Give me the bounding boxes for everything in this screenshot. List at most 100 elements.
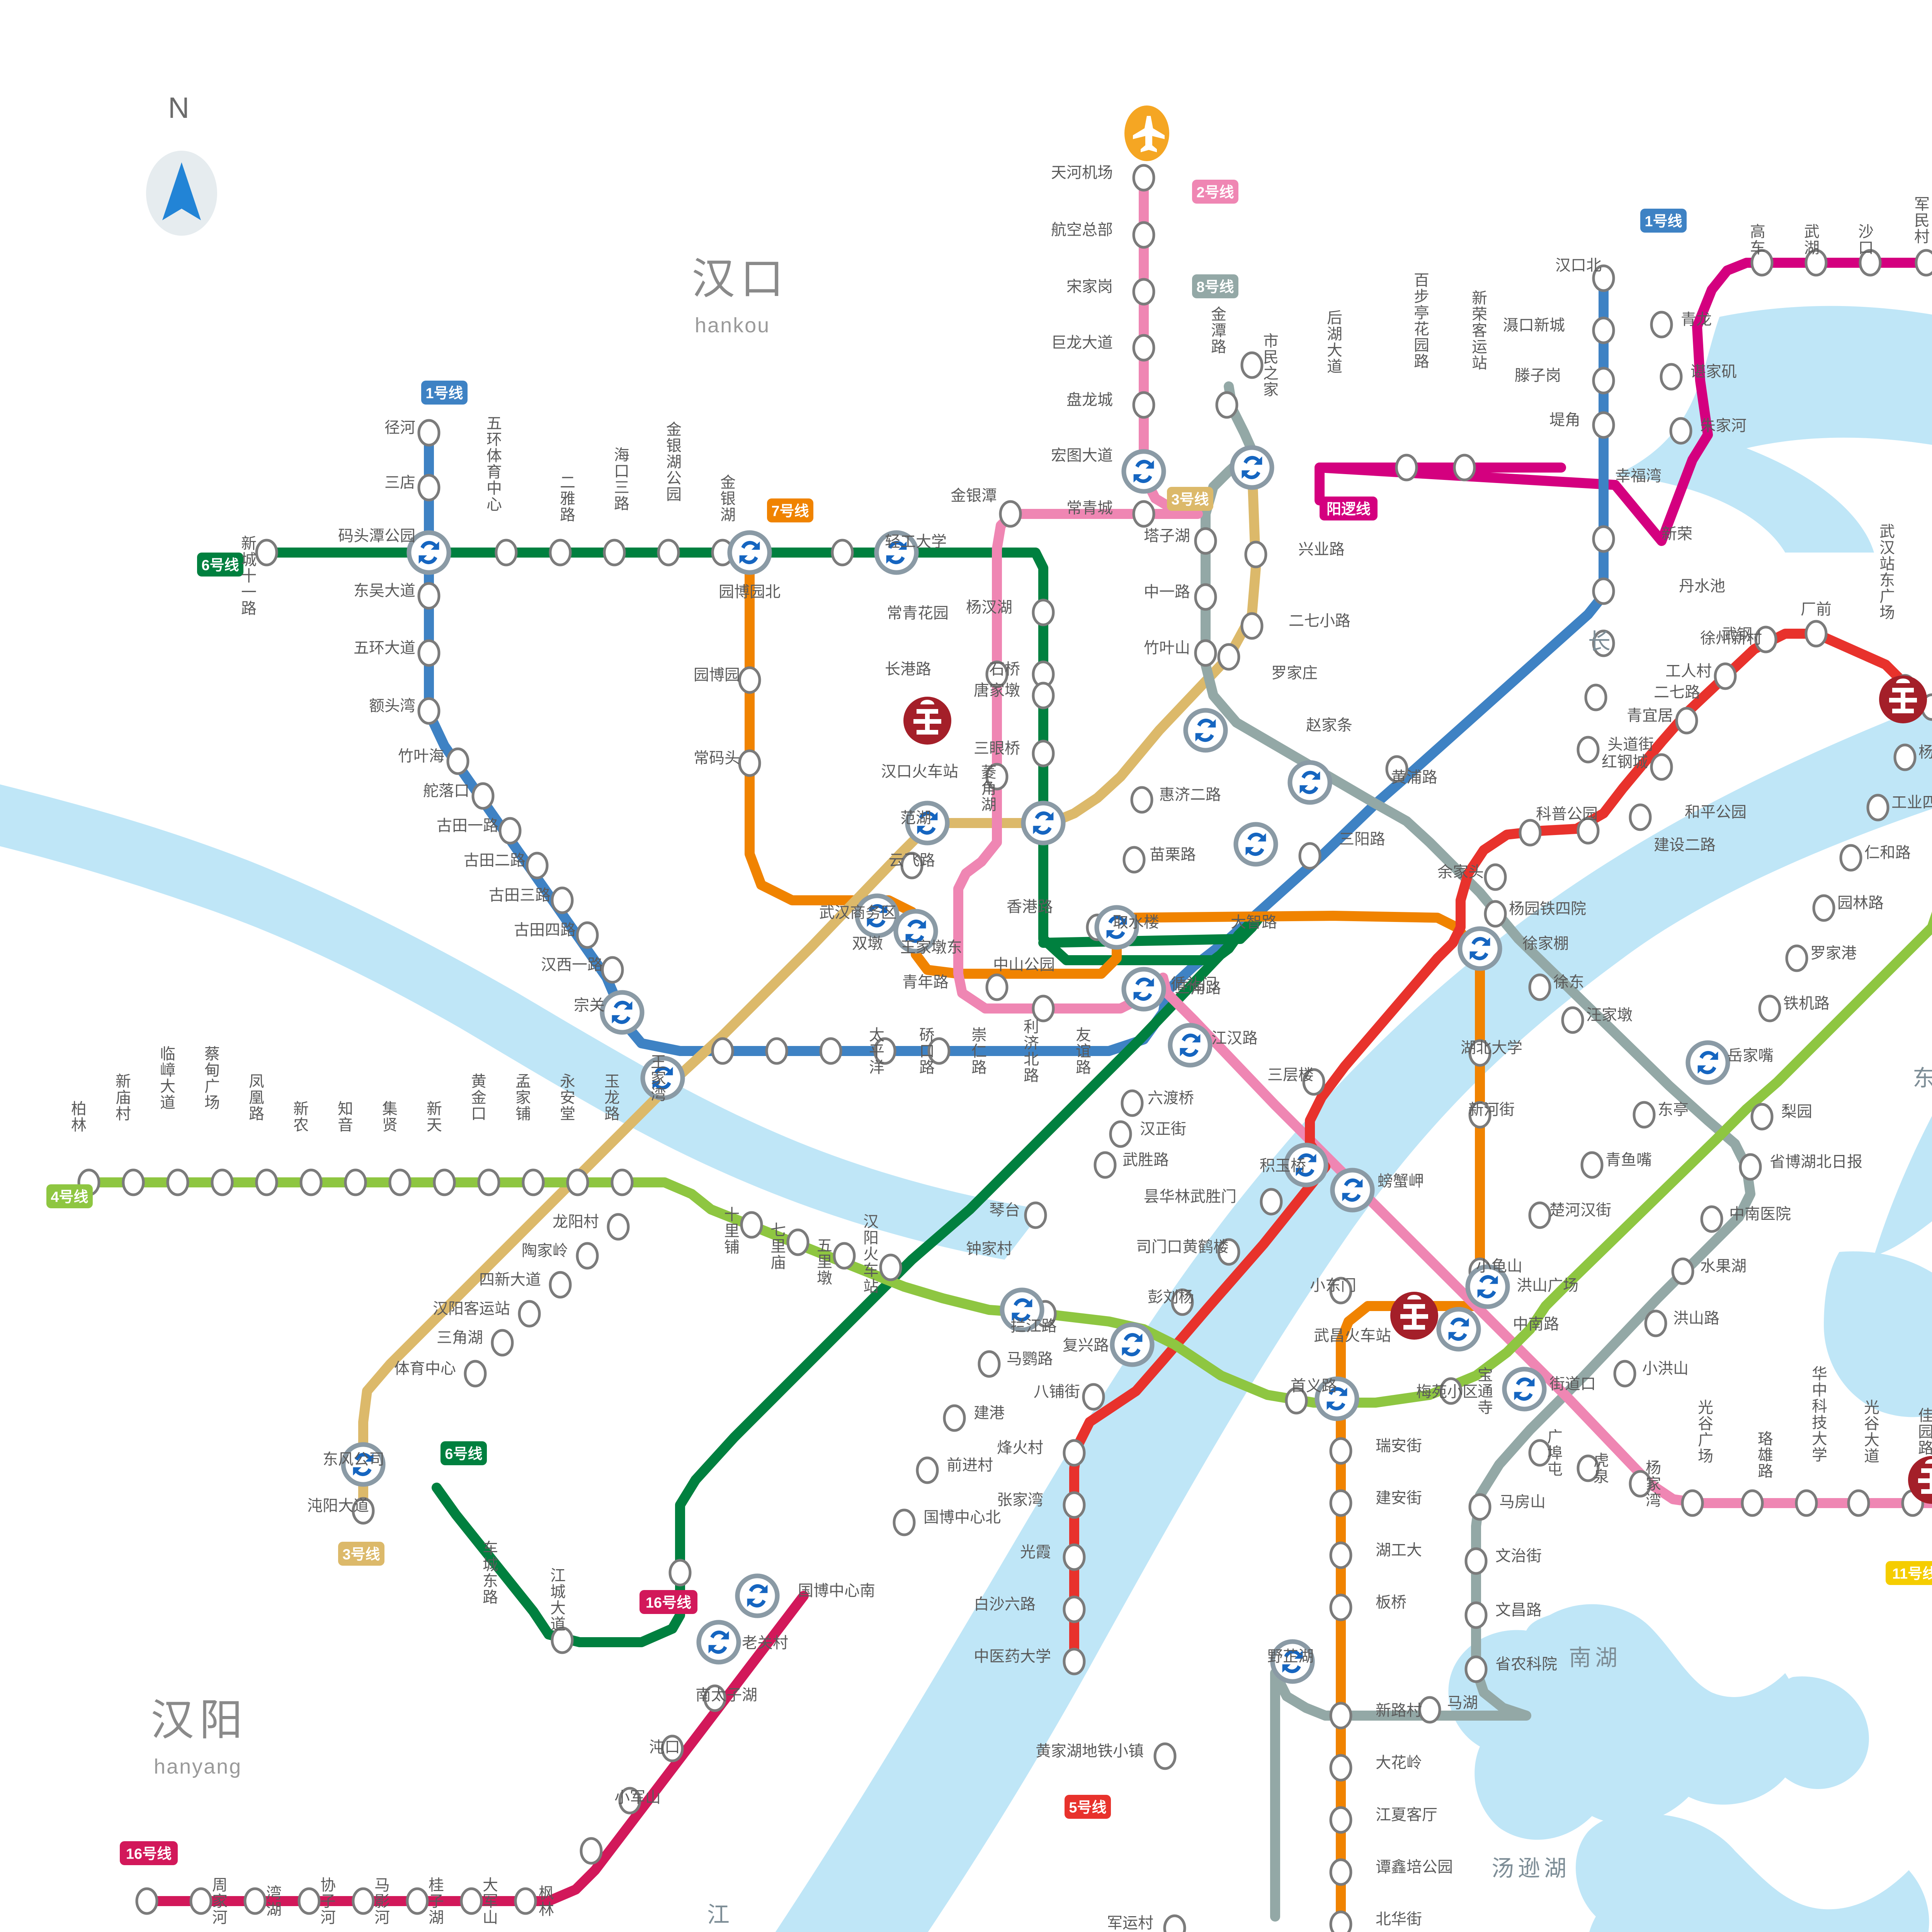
station-label[interactable]: 武汉站东广场 [1877,523,1895,621]
station-label[interactable]: 街道口 [1549,1376,1596,1393]
station-label[interactable]: 光谷广场 [1696,1399,1713,1464]
station-label[interactable]: 建安街 [1376,1490,1422,1507]
station-label[interactable]: 马鹦路 [1007,1350,1053,1367]
station-label[interactable]: 楚河汉街 [1549,1202,1611,1219]
station-label[interactable]: 新荣 [1662,526,1692,543]
station-label[interactable]: 中医药大学 [974,1648,1051,1665]
station-label[interactable]: 堤角 [1549,412,1580,429]
station-label[interactable]: 新路村 [1376,1702,1422,1719]
station-label[interactable]: 新荣客运站 [1469,290,1487,371]
station-label[interactable]: 前进村 [947,1457,993,1474]
station-label[interactable]: 新天 [424,1100,442,1133]
station-label[interactable]: 梨园 [1781,1103,1812,1120]
station-label[interactable]: 径河 [384,419,415,436]
station-label[interactable]: 石桥 [989,661,1020,678]
station-label[interactable]: 建设二路 [1654,837,1716,854]
station-label[interactable]: 武胜路 [1122,1151,1169,1168]
station-label[interactable]: 国博中心南 [798,1582,875,1599]
station-label[interactable]: 苗栗路 [1150,846,1196,863]
station-label[interactable]: 建港 [974,1405,1005,1422]
station-label[interactable]: 集贤 [380,1100,397,1133]
station-label[interactable]: 水果湖 [1700,1258,1747,1275]
station-label[interactable]: 光谷大道 [1862,1399,1879,1464]
line-badge-阳逻线[interactable]: 阳逻线 [1320,497,1378,520]
station-label[interactable]: 省农科院 [1495,1656,1557,1673]
station-label[interactable]: 青宜居 [1627,707,1673,724]
station-label[interactable]: 厂前 [1801,601,1832,618]
station-label[interactable]: 中南医院 [1729,1206,1791,1223]
station-label[interactable]: 车城东路 [480,1540,498,1605]
station-label[interactable]: 五环大道 [354,639,415,656]
station-label[interactable]: 拦江路 [1010,1318,1057,1335]
station-label[interactable]: 大军山 [480,1877,498,1925]
station-label[interactable]: 王家湾 [648,1054,666,1102]
station-label[interactable]: 高车 [1748,223,1765,256]
station-label[interactable]: 南太子湖 [696,1687,757,1704]
station-label[interactable]: 丹水池 [1679,578,1725,595]
station-label[interactable]: 汉西一路 [541,956,603,973]
station-label[interactable]: 朱家河 [1700,417,1747,434]
station-label[interactable]: 天河机场 [1051,164,1113,181]
station-label[interactable]: 五里墩 [815,1237,832,1286]
station-label[interactable]: 罗家港 [1810,945,1857,962]
station-label[interactable]: 双墩 [852,935,883,952]
station-label[interactable]: 菱角湖 [979,764,996,813]
station-label[interactable]: 沌阳大道 [307,1497,369,1514]
station-label[interactable]: 螃蟹岬 [1378,1173,1424,1190]
station-label[interactable]: 徐州新村 [1700,630,1762,647]
station-label[interactable]: 小军山 [614,1789,661,1806]
station-label[interactable]: 后湖大道 [1325,310,1342,374]
station-label[interactable]: 园博园 [694,667,740,684]
station-label[interactable]: 彭刘杨 [1148,1289,1194,1306]
station-label[interactable]: 张家湾 [997,1492,1043,1509]
station-label[interactable]: 瑞安街 [1376,1437,1422,1454]
station-label[interactable]: 临嶂大道 [158,1046,175,1111]
line-badge-1号线[interactable]: 1号线 [1640,209,1687,233]
station-label[interactable]: 青年路 [902,974,949,991]
station-label[interactable]: 园博园北 [719,583,781,600]
station-label[interactable]: 科普公园 [1536,806,1598,823]
station-label[interactable]: 徐家棚 [1522,935,1569,952]
station-label[interactable]: 云飞路 [889,852,935,869]
station-label[interactable]: 东亭 [1658,1101,1689,1118]
station-label[interactable]: 烽火村 [997,1439,1043,1456]
line-badge-3号线[interactable]: 3号线 [338,1542,384,1566]
station-label[interactable]: 二雅路 [558,474,575,523]
station-label[interactable]: 轻工大学 [885,533,947,550]
line-badge-6号线[interactable]: 6号线 [440,1441,487,1465]
station-label[interactable]: 大花岭 [1376,1754,1422,1771]
station-label[interactable]: 和平公园 [1685,804,1747,821]
station-label[interactable]: 宝通寺 [1475,1367,1493,1415]
station-label[interactable]: 周家河 [210,1877,227,1925]
station-label[interactable]: 马房山 [1499,1493,1546,1510]
station-label[interactable]: 常青城 [1066,500,1113,517]
station-label[interactable]: 文治街 [1495,1548,1542,1565]
station-label[interactable]: 黄家湖地铁小镇 [1036,1743,1144,1760]
station-label[interactable]: 惠济二路 [1159,786,1221,803]
station-label[interactable]: 三阳路 [1339,831,1385,848]
line-badge-4号线[interactable]: 4号线 [46,1184,93,1208]
station-label[interactable]: 板桥 [1376,1594,1406,1611]
station-label[interactable]: 滕子岗 [1515,367,1561,384]
station-label[interactable]: 陶家岭 [522,1242,568,1259]
station-label[interactable]: 金潭路 [1209,306,1226,355]
station-label[interactable]: 军运村 [1107,1915,1153,1932]
station-label[interactable]: 省博湖北日报 [1770,1153,1862,1170]
station-label[interactable]: 十里铺 [722,1206,739,1255]
station-label[interactable]: 协子河 [318,1877,335,1925]
station-label[interactable]: 汉阳客运站 [433,1300,510,1317]
line-badge-7号线[interactable]: 7号线 [767,498,813,522]
station-label[interactable]: 佳园路 [1916,1407,1932,1456]
station-label[interactable]: 枫林 [536,1885,554,1917]
station-label[interactable]: 江夏客厅 [1376,1806,1437,1823]
station-label[interactable]: 杨园铁四院 [1509,900,1586,917]
line-badge-11号线[interactable]: 11号线 [1886,1561,1932,1585]
station-label[interactable]: 太平洋 [867,1027,884,1075]
station-label[interactable]: 常青花园 [887,605,949,622]
station-label[interactable]: 取水楼 [1113,914,1159,931]
line-badge-2号线[interactable]: 2号线 [1192,180,1238,204]
station-label[interactable]: 宋家岗 [1066,278,1113,295]
station-label[interactable]: 武钢 [1721,626,1752,643]
station-label[interactable]: 知音 [335,1100,353,1133]
station-label[interactable]: 新农 [291,1100,308,1133]
